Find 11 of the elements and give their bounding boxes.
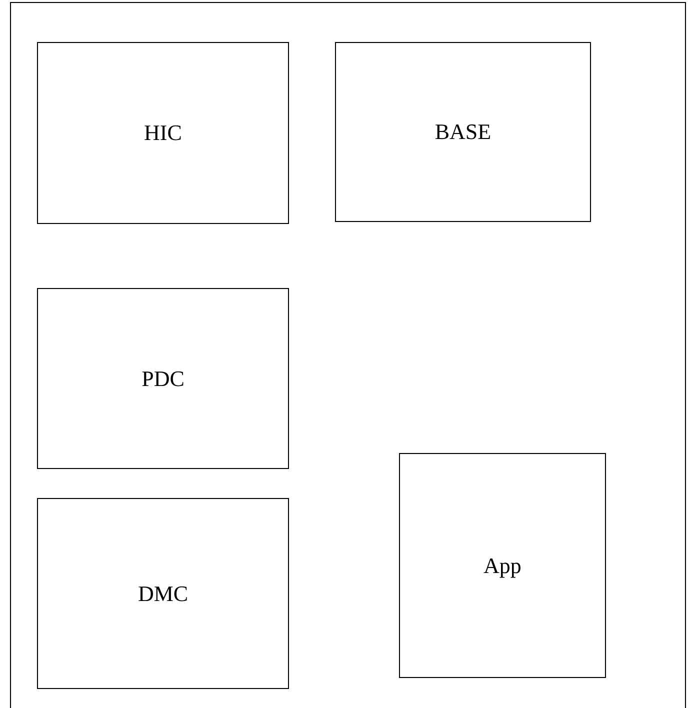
process-box [37,498,289,689]
process-box [335,42,591,222]
box-label: PDC [142,366,184,392]
box-label: DMC [138,580,188,606]
process-box [399,453,606,678]
box-label: BASE [434,119,492,145]
process-box [37,42,289,224]
box-label: HIC [144,120,182,146]
process-box [37,288,289,469]
frame-box [10,2,686,708]
box-label: App [484,552,522,578]
